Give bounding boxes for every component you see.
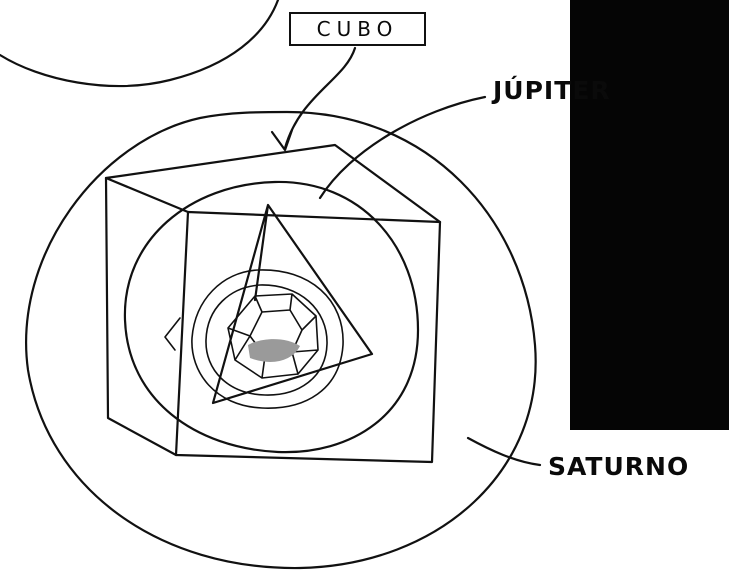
mars-sphere xyxy=(192,270,343,408)
cube-inner-edge xyxy=(165,318,180,350)
jupiter-sphere xyxy=(125,182,418,452)
cubo-label: CUBO xyxy=(289,12,426,46)
tetrahedron xyxy=(213,205,372,403)
saturno-pointer-line xyxy=(468,438,540,465)
jupiter-label: JÚPITER xyxy=(493,76,611,105)
jupiter-pointer-line xyxy=(320,97,485,198)
dodecahedron xyxy=(228,294,318,378)
upper-left-orbit-arc xyxy=(0,0,278,86)
cubo-pointer-line xyxy=(285,48,355,148)
cubo-arrow-head xyxy=(272,130,292,150)
cube-front-face xyxy=(176,212,440,462)
saturno-label: SATURNO xyxy=(548,452,689,481)
inner-shaded-face xyxy=(248,339,300,362)
cube-left-face xyxy=(106,178,176,455)
